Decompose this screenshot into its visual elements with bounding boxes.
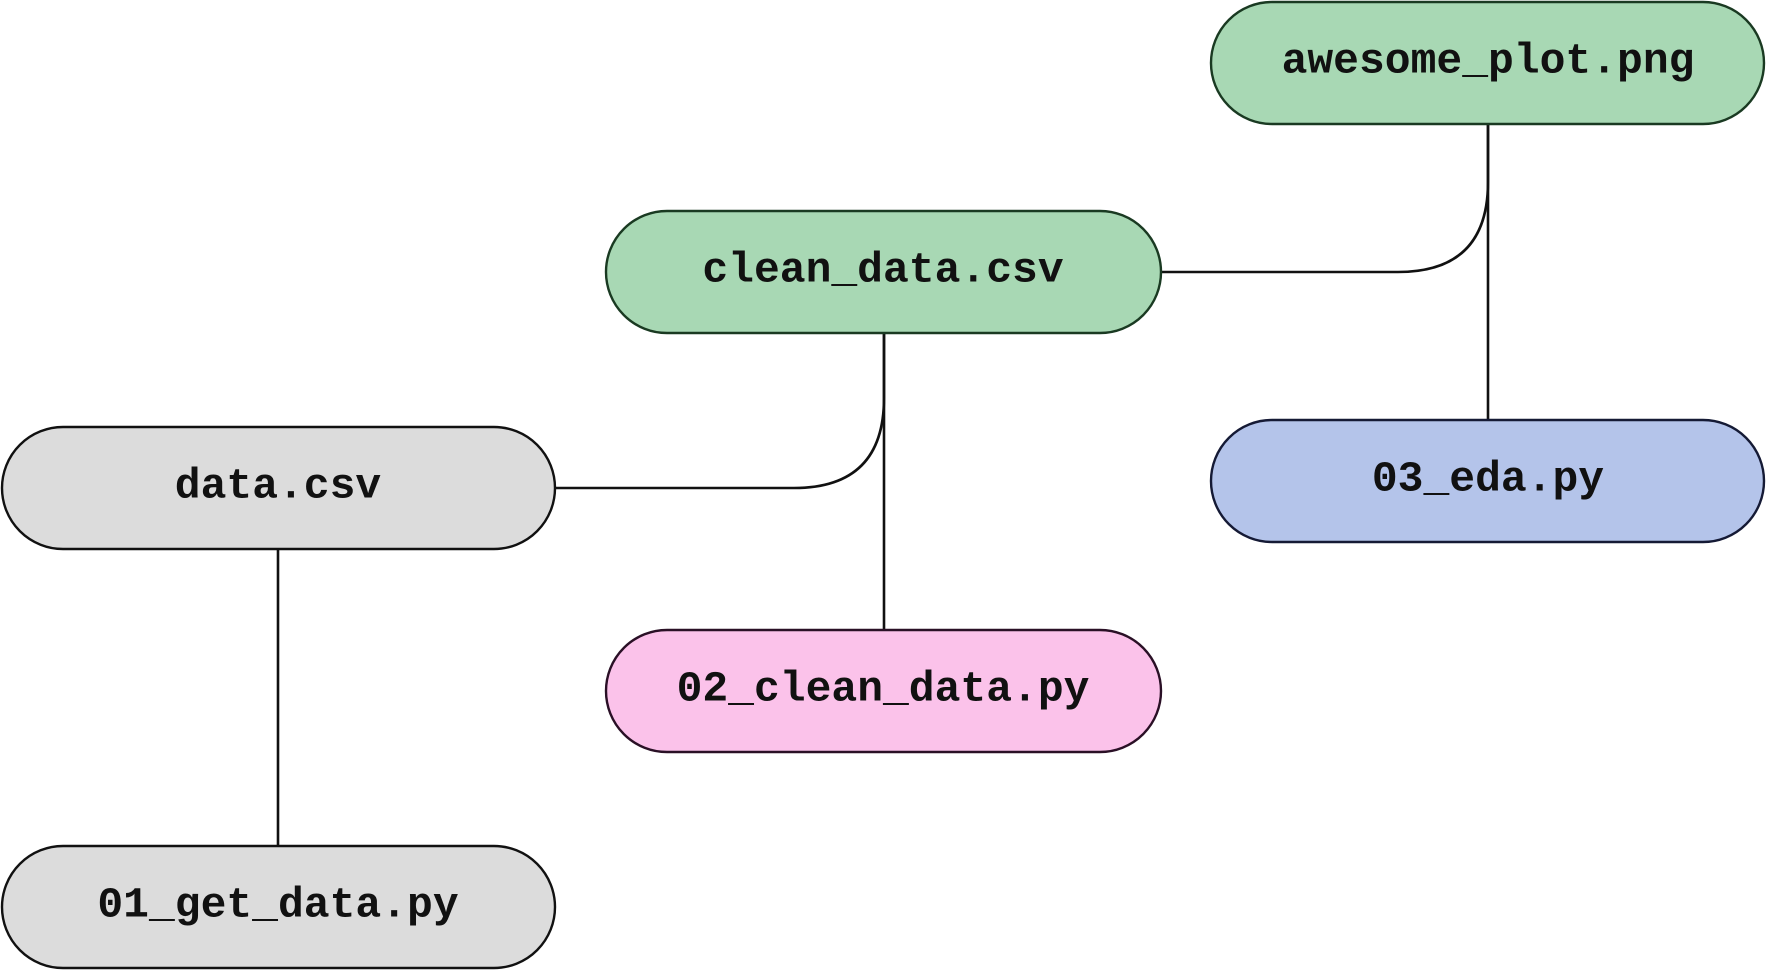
node-clean-script-shape <box>604 628 1163 754</box>
node-clean-script-label: 02_clean_data.py <box>677 665 1090 714</box>
node-get-data-label: 01_get_data.py <box>97 881 458 930</box>
edge-clean-data-to-awesome-plot <box>1160 124 1490 274</box>
node-data-label: data.csv <box>175 462 382 511</box>
node-eda-shape <box>1209 418 1766 544</box>
node-get-data-shape <box>0 844 557 970</box>
node-clean-data-shape <box>604 209 1163 335</box>
node-clean-data-label: clean_data.csv <box>702 246 1063 295</box>
node-eda-label: 03_eda.py <box>1372 455 1604 504</box>
node-get-data: 01_get_data.py <box>0 844 557 970</box>
edges <box>276 124 1490 846</box>
node-awesome-plot-shape <box>1209 0 1766 126</box>
node-eda: 03_eda.py <box>1209 418 1766 544</box>
node-awesome-plot-label: awesome_plot.png <box>1282 37 1695 86</box>
edge-data-to-clean-data <box>556 333 886 490</box>
node-clean-data: clean_data.csv <box>604 209 1163 335</box>
node-clean-script: 02_clean_data.py <box>604 628 1163 754</box>
node-data-shape <box>0 425 557 551</box>
node-awesome-plot: awesome_plot.png <box>1209 0 1766 126</box>
node-data: data.csv <box>0 425 557 551</box>
